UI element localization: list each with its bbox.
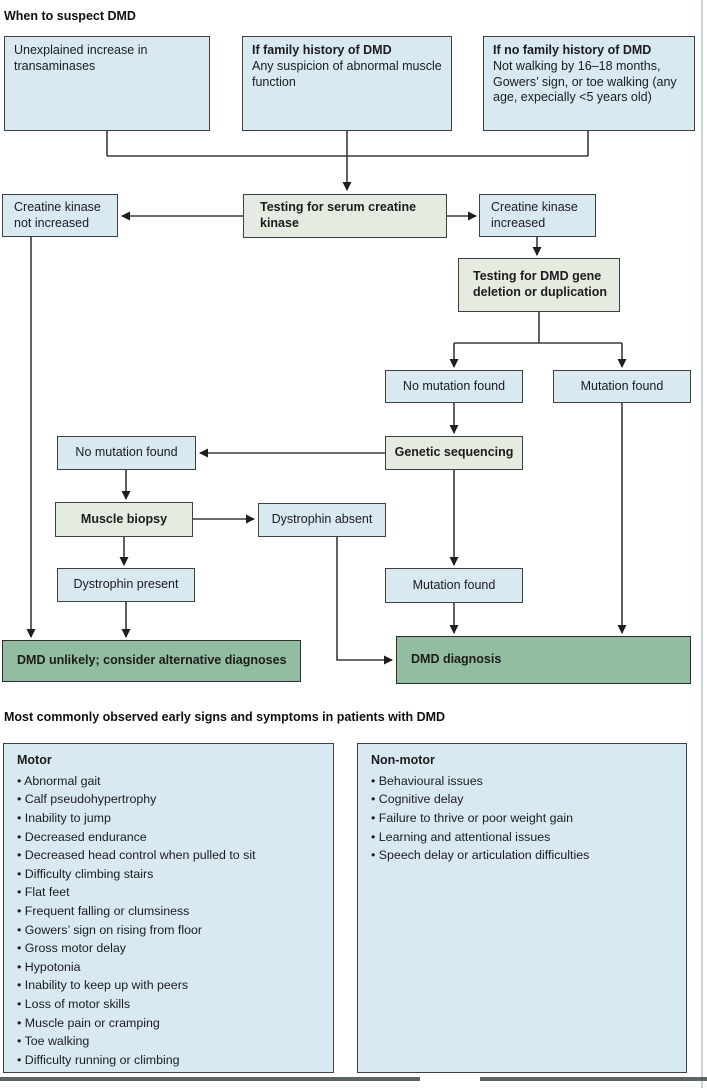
node-no-family-history: If no family history of DMD Not walking … [483,36,695,131]
motor-symptom-item: Decreased head control when pulled to si… [17,846,325,865]
node-dmd-diagnosis: DMD diagnosis [396,636,691,684]
motor-symptom-item: Flat feet [17,883,325,902]
node-ck-not-increased: Creatine kinase not increased [2,194,118,237]
motor-symptom-item: Inability to keep up with peers [17,976,325,995]
node-no-mutation-found-upper-label: No mutation found [402,378,506,393]
motor-symptom-item: Decreased endurance [17,828,325,847]
page-bottom-bar-right [480,1077,707,1081]
node-dmd-unlikely: DMD unlikely; consider alternative diagn… [2,640,301,682]
node-dmd-diagnosis-label: DMD diagnosis [411,652,502,667]
motor-symptoms-panel: Motor Abnormal gait Calf pseudohypertrop… [3,743,334,1073]
node-dystrophin-absent-label: Dystrophin absent [271,512,373,527]
node-unexplained-transaminases-label: Unexplained increase in transaminases [14,43,148,73]
node-ck-increased-label: Creatine kinase increased [491,200,578,230]
node-muscle-biopsy: Muscle biopsy [55,502,193,537]
motor-panel-title: Motor [17,753,52,767]
node-dmd-unlikely-label: DMD unlikely; consider alternative diagn… [17,653,287,668]
node-family-history-body: Any suspicion of abnormal muscle functio… [252,58,442,89]
motor-symptom-item: Gowers’ sign on rising from floor [17,921,325,940]
motor-symptom-item: Frequent falling or clumsiness [17,902,325,921]
node-muscle-biopsy-label: Muscle biopsy [80,511,168,526]
node-dystrophin-present: Dystrophin present [57,568,195,602]
motor-symptom-item: Difficulty running or climbing [17,1051,325,1070]
node-dystrophin-absent: Dystrophin absent [258,503,386,537]
motor-symptom-item: Abnormal gait [17,772,325,791]
motor-symptom-item: Toe walking [17,1032,325,1051]
node-family-history-title: If family history of DMD [252,43,392,57]
node-no-family-history-title: If no family history of DMD [493,43,652,57]
page-bottom-bar-left [0,1077,420,1081]
node-test-serum-ck-label: Testing for serum creatine kinase [260,200,417,230]
motor-symptom-item: Inability to jump [17,809,325,828]
node-mutation-found-right: Mutation found [553,370,691,403]
node-unexplained-transaminases: Unexplained increase in transaminases [4,36,210,131]
motor-symptom-item: Difficulty climbing stairs [17,865,325,884]
nonmotor-panel-title: Non-motor [371,753,435,767]
node-mutation-found-right-label: Mutation found [580,378,664,393]
node-genetic-sequencing: Genetic sequencing [385,436,523,470]
section1-title: When to suspect DMD [4,9,136,23]
page-right-edge-line [701,0,703,1088]
node-no-family-history-body: Not walking by 16–18 months, Gowers’ sig… [493,58,677,105]
node-no-mutation-found-left-label: No mutation found [75,445,178,460]
node-ck-increased: Creatine kinase increased [479,194,596,237]
node-family-history: If family history of DMD Any suspicion o… [242,36,452,131]
nonmotor-symptom-item: Failure to thrive or poor weight gain [371,809,678,828]
node-genetic-sequencing-label: Genetic sequencing [394,445,514,460]
node-no-mutation-found-left: No mutation found [57,436,196,470]
node-ck-not-increased-label: Creatine kinase not increased [14,200,101,230]
node-test-serum-ck: Testing for serum creatine kinase [243,194,447,238]
motor-symptom-item: Hypotonia [17,958,325,977]
nonmotor-symptoms-panel: Non-motor Behavioural issues Cognitive d… [357,743,687,1073]
node-test-dmd-gene-label: Testing for DMD gene deletion or duplica… [473,269,608,299]
nonmotor-symptom-item: Learning and attentional issues [371,828,678,847]
motor-symptom-item: Muscle pain or cramping [17,1014,325,1033]
node-mutation-found-lower: Mutation found [385,568,523,603]
nonmotor-symptom-item: Speech delay or articulation difficultie… [371,846,678,865]
motor-symptom-item: Loss of motor skills [17,995,325,1014]
section2-title: Most commonly observed early signs and s… [4,710,446,724]
motor-symptoms-list: Abnormal gait Calf pseudohypertrophy Ina… [17,772,325,1070]
nonmotor-symptom-item: Behavioural issues [371,772,678,791]
nonmotor-symptom-item: Cognitive delay [371,790,678,809]
nonmotor-symptoms-list: Behavioural issues Cognitive delay Failu… [371,772,678,865]
node-mutation-found-lower-label: Mutation found [412,577,496,592]
motor-symptom-item: Gross motor delay [17,939,325,958]
motor-symptom-item: Calf pseudohypertrophy [17,790,325,809]
node-dystrophin-present-label: Dystrophin present [73,577,179,592]
node-test-dmd-gene: Testing for DMD gene deletion or duplica… [458,258,620,312]
node-no-mutation-found-upper: No mutation found [385,370,523,403]
